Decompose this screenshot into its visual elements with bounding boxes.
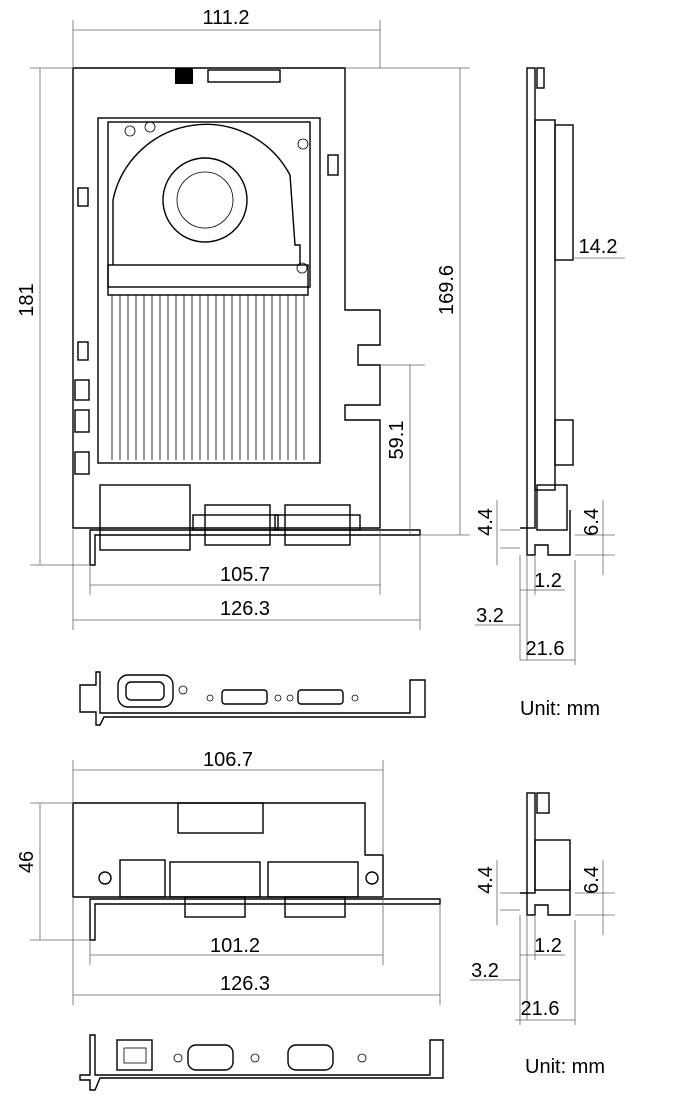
dim-offset-2: 3.2: [471, 960, 499, 982]
top-card-bracket-view: [79, 671, 426, 726]
dim-tab-a-2: 4.4: [475, 866, 497, 894]
dim-offset: 3.2: [476, 605, 504, 627]
dim-gap-2: 1.2: [534, 935, 562, 957]
dim-width-2: 106.7: [203, 749, 253, 771]
unit-label-2: Unit: mm: [525, 1056, 605, 1078]
dim-pcb-width-2: 101.2: [210, 935, 260, 957]
dim-width: 111.2: [202, 7, 249, 29]
dim-tab-b-2: 6.4: [581, 866, 603, 894]
bottom-card-side-view: [520, 792, 571, 916]
dim-slot-height: 59.1: [386, 421, 408, 460]
heatsink-fins: [111, 295, 305, 460]
dim-height: 181: [16, 283, 38, 316]
dim-overall-width: 126.3: [220, 598, 270, 620]
dim-thickness: 14.2: [579, 236, 618, 258]
bottom-card-bracket-view: [79, 1034, 444, 1091]
dim-depth-2: 21.6: [521, 998, 560, 1020]
dim-gap: 1.2: [534, 570, 562, 592]
top-card-front-view: [72, 67, 421, 566]
dim-pcb-width: 105.7: [220, 564, 270, 586]
top-card-side-view: [520, 67, 574, 556]
dim-bracket-height: 169.6: [436, 265, 458, 315]
bottom-card-front-view: [72, 802, 441, 941]
dim-overall-width-2: 126.3: [220, 973, 270, 995]
dim-height-2: 46: [16, 851, 38, 873]
dim-depth: 21.6: [526, 638, 565, 660]
dim-tab-b: 6.4: [581, 508, 603, 536]
dim-tab-a: 4.4: [475, 508, 497, 536]
unit-label: Unit: mm: [520, 698, 600, 720]
